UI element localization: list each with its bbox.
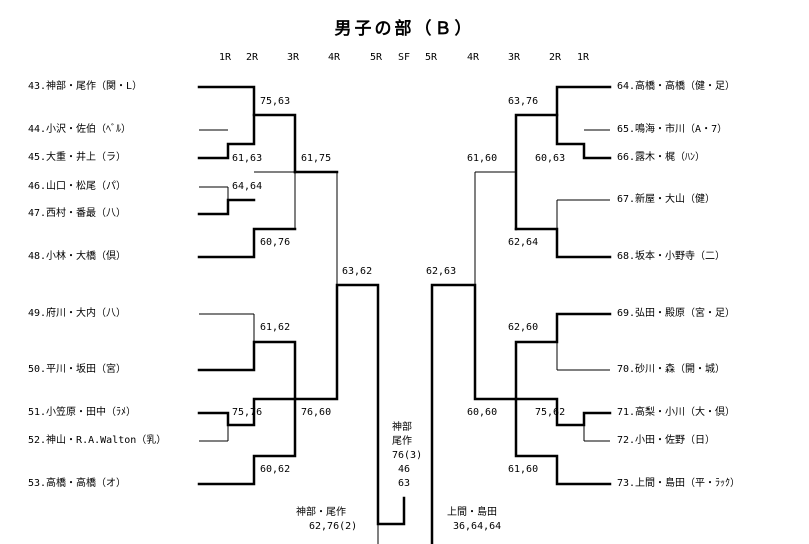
- final-score: 76(3): [392, 450, 423, 461]
- round-header: 5R: [425, 52, 438, 63]
- winner-path: [197, 198, 256, 216]
- player-entry: 46.山口・松尾（パ）: [28, 181, 127, 192]
- winner-path: [514, 397, 612, 427]
- semifinal-right-name: 上間・島田: [447, 507, 497, 518]
- match-score: 63,76: [508, 96, 539, 107]
- semifinal-left-name: 神部・尾作: [296, 507, 346, 518]
- match-score: 76,60: [301, 407, 332, 418]
- winner-path: [197, 397, 297, 427]
- player-entry: 73.上間・島田（平・ﾗｯｸ）: [617, 478, 741, 489]
- match-score: 63,62: [342, 266, 373, 277]
- player-entry: 69.弘田・殿原（宮・足）: [617, 308, 736, 319]
- match-score: 60,63: [535, 153, 566, 164]
- player-entry: 72.小田・佐野（日）: [617, 435, 716, 446]
- player-entry: 43.神部・尾作（関・L）: [28, 81, 143, 92]
- match-score: 75,76: [232, 407, 263, 418]
- winner-path: [430, 283, 612, 544]
- player-entry: 44.小沢・佐伯（ﾍﾞﾙ）: [28, 124, 132, 135]
- round-header: 5R: [370, 52, 383, 63]
- winner-path: [514, 227, 612, 259]
- match-score: 61,60: [467, 153, 498, 164]
- match-score: 62,64: [508, 237, 539, 248]
- player-entry: 47.西村・番最（八）: [28, 208, 127, 219]
- final-score: 46: [398, 464, 411, 475]
- player-entry: 50.平川・坂田（宮）: [28, 364, 127, 375]
- player-entry: 49.府川・大内（八）: [28, 308, 127, 319]
- match-score: 61,63: [232, 153, 263, 164]
- match-score: 60,76: [260, 237, 291, 248]
- match-score: 62,60: [508, 322, 539, 333]
- match-score: 62,63: [426, 266, 457, 277]
- winner-path: [197, 397, 297, 486]
- player-entry: 70.砂川・森（開・城）: [617, 364, 726, 375]
- round-header: 4R: [328, 52, 341, 63]
- player-entry: 51.小笠原・田中（ﾗﾒ）: [28, 407, 137, 418]
- player-entry: 67.新屋・大山（健）: [617, 194, 716, 205]
- round-header: 2R: [549, 52, 562, 63]
- final-score: 63: [398, 478, 411, 489]
- match-score: 60,60: [467, 407, 498, 418]
- winner-path: [197, 227, 297, 259]
- player-entry: 53.高橋・高橋（オ）: [28, 478, 127, 489]
- semifinal-right-score: 36,64,64: [453, 521, 502, 532]
- player-entry: 52.神山・R.A.Walton（乳）: [28, 435, 167, 446]
- match-score: 61,60: [508, 464, 539, 475]
- winner-path: [197, 283, 406, 526]
- winner-path: [555, 113, 612, 160]
- round-header: 2R: [246, 52, 259, 63]
- winner-path: [514, 312, 612, 401]
- round-header: 4R: [467, 52, 480, 63]
- match-score: 61,75: [301, 153, 332, 164]
- winner-name: 尾作: [392, 436, 412, 447]
- match-score: 64,64: [232, 181, 263, 192]
- winner-name: 神部: [392, 422, 412, 433]
- page-title: 男子の部（Ｂ）: [334, 19, 475, 39]
- round-header: SF: [398, 52, 411, 63]
- player-entry: 48.小林・大橋（倶）: [28, 251, 127, 262]
- match-score: 75,63: [260, 96, 291, 107]
- round-header: 1R: [577, 52, 590, 63]
- player-entry: 65.鳴海・市川（A・7）: [617, 124, 728, 135]
- match-score: 61,62: [260, 322, 291, 333]
- semifinal-left-score: 62,76(2): [309, 521, 358, 532]
- player-entry: 68.坂本・小野寺（二）: [617, 251, 726, 262]
- round-header: 3R: [508, 52, 521, 63]
- round-header: 1R: [219, 52, 232, 63]
- match-score: 60,62: [260, 464, 291, 475]
- player-entry: 64.高橋・高橋（健・足）: [617, 81, 736, 92]
- player-entry: 66.露木・梶（ﾊﾝ）: [617, 152, 706, 163]
- match-score: 75,62: [535, 407, 566, 418]
- player-entry: 71.高梨・小川（大・倶）: [617, 407, 736, 418]
- player-entry: 45.大重・井上（ラ）: [28, 152, 127, 163]
- round-header: 3R: [287, 52, 300, 63]
- winner-path: [197, 113, 256, 160]
